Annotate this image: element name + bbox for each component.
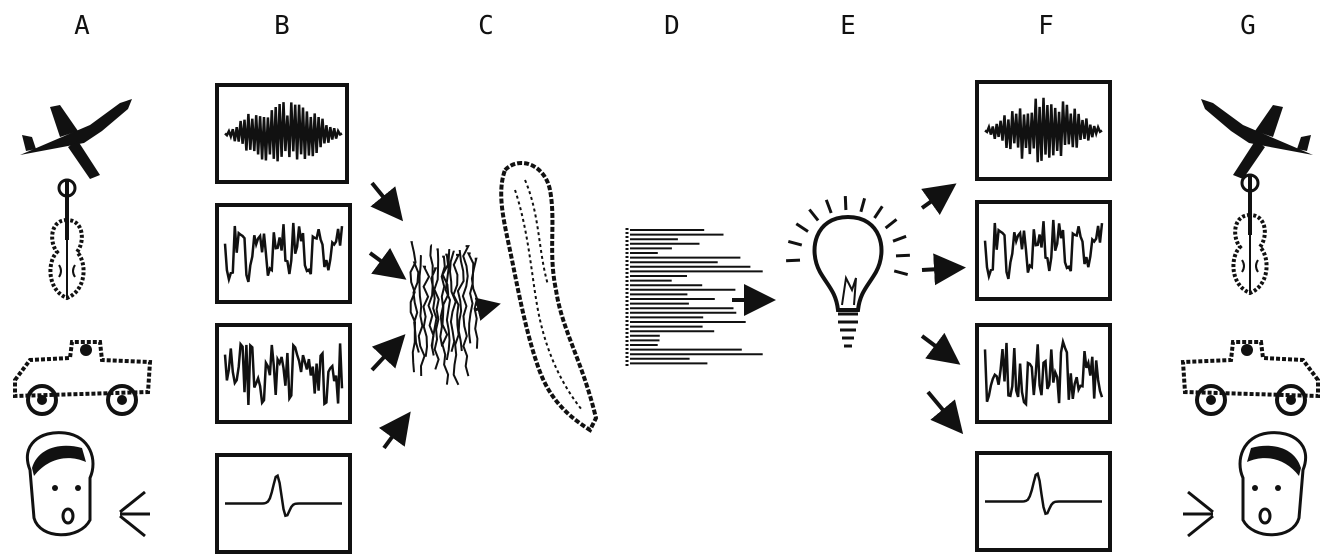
mixed-signal-stroke	[424, 267, 430, 357]
light-ray	[809, 210, 818, 221]
mixed-signal-stroke	[431, 268, 436, 348]
light-ray	[796, 224, 808, 232]
waveform-noisy	[225, 343, 342, 405]
mixed-signal-stroke	[463, 246, 469, 376]
light-ray	[875, 206, 883, 218]
waveform-noisy	[985, 342, 1102, 404]
lightbulb-icon	[786, 196, 910, 346]
mixed-signal-stroke	[458, 251, 464, 351]
arrow-b3-to-c	[372, 340, 400, 370]
light-ray	[861, 198, 865, 212]
mixed-signal-stroke	[468, 253, 473, 343]
waveform-single-pulse	[985, 474, 1102, 514]
arrow-mixed-to-spectrogram	[474, 305, 495, 310]
light-ray	[786, 260, 800, 261]
spectrogram-icon	[501, 163, 596, 430]
arrow-e-to-f4	[928, 392, 958, 428]
arrow-b1-to-c	[372, 183, 398, 215]
arrow-b2-to-c	[370, 253, 400, 275]
light-ray	[826, 200, 831, 213]
waveform-dense-burst	[985, 98, 1102, 162]
jeep-icon	[15, 342, 150, 414]
light-ray	[845, 196, 846, 210]
waveform-periodic	[985, 220, 1102, 279]
arrow-e-to-f1	[922, 188, 950, 208]
light-ray	[894, 271, 908, 275]
violin-icon	[1233, 175, 1266, 293]
airplane-icon	[1201, 99, 1313, 179]
light-ray	[893, 236, 906, 241]
mixed-signal-icon	[411, 242, 478, 385]
violin-icon	[50, 180, 83, 298]
waveform-dense-burst	[225, 102, 342, 161]
mixed-signal-stroke	[419, 256, 425, 376]
arrow-e-to-f3	[922, 336, 954, 360]
speaking-person-icon	[27, 433, 150, 536]
light-ray	[788, 241, 802, 245]
airplane-icon	[20, 99, 132, 179]
light-ray	[886, 219, 897, 228]
arrow-e-to-f2	[922, 268, 958, 270]
waveform-single-pulse	[225, 476, 342, 516]
light-ray	[896, 255, 910, 256]
speaking-person-icon	[1183, 433, 1306, 536]
jeep-icon	[1183, 342, 1318, 414]
mixed-signal-stroke	[454, 255, 459, 385]
waveform-periodic	[225, 223, 342, 282]
arrow-b4-to-c	[384, 418, 406, 448]
